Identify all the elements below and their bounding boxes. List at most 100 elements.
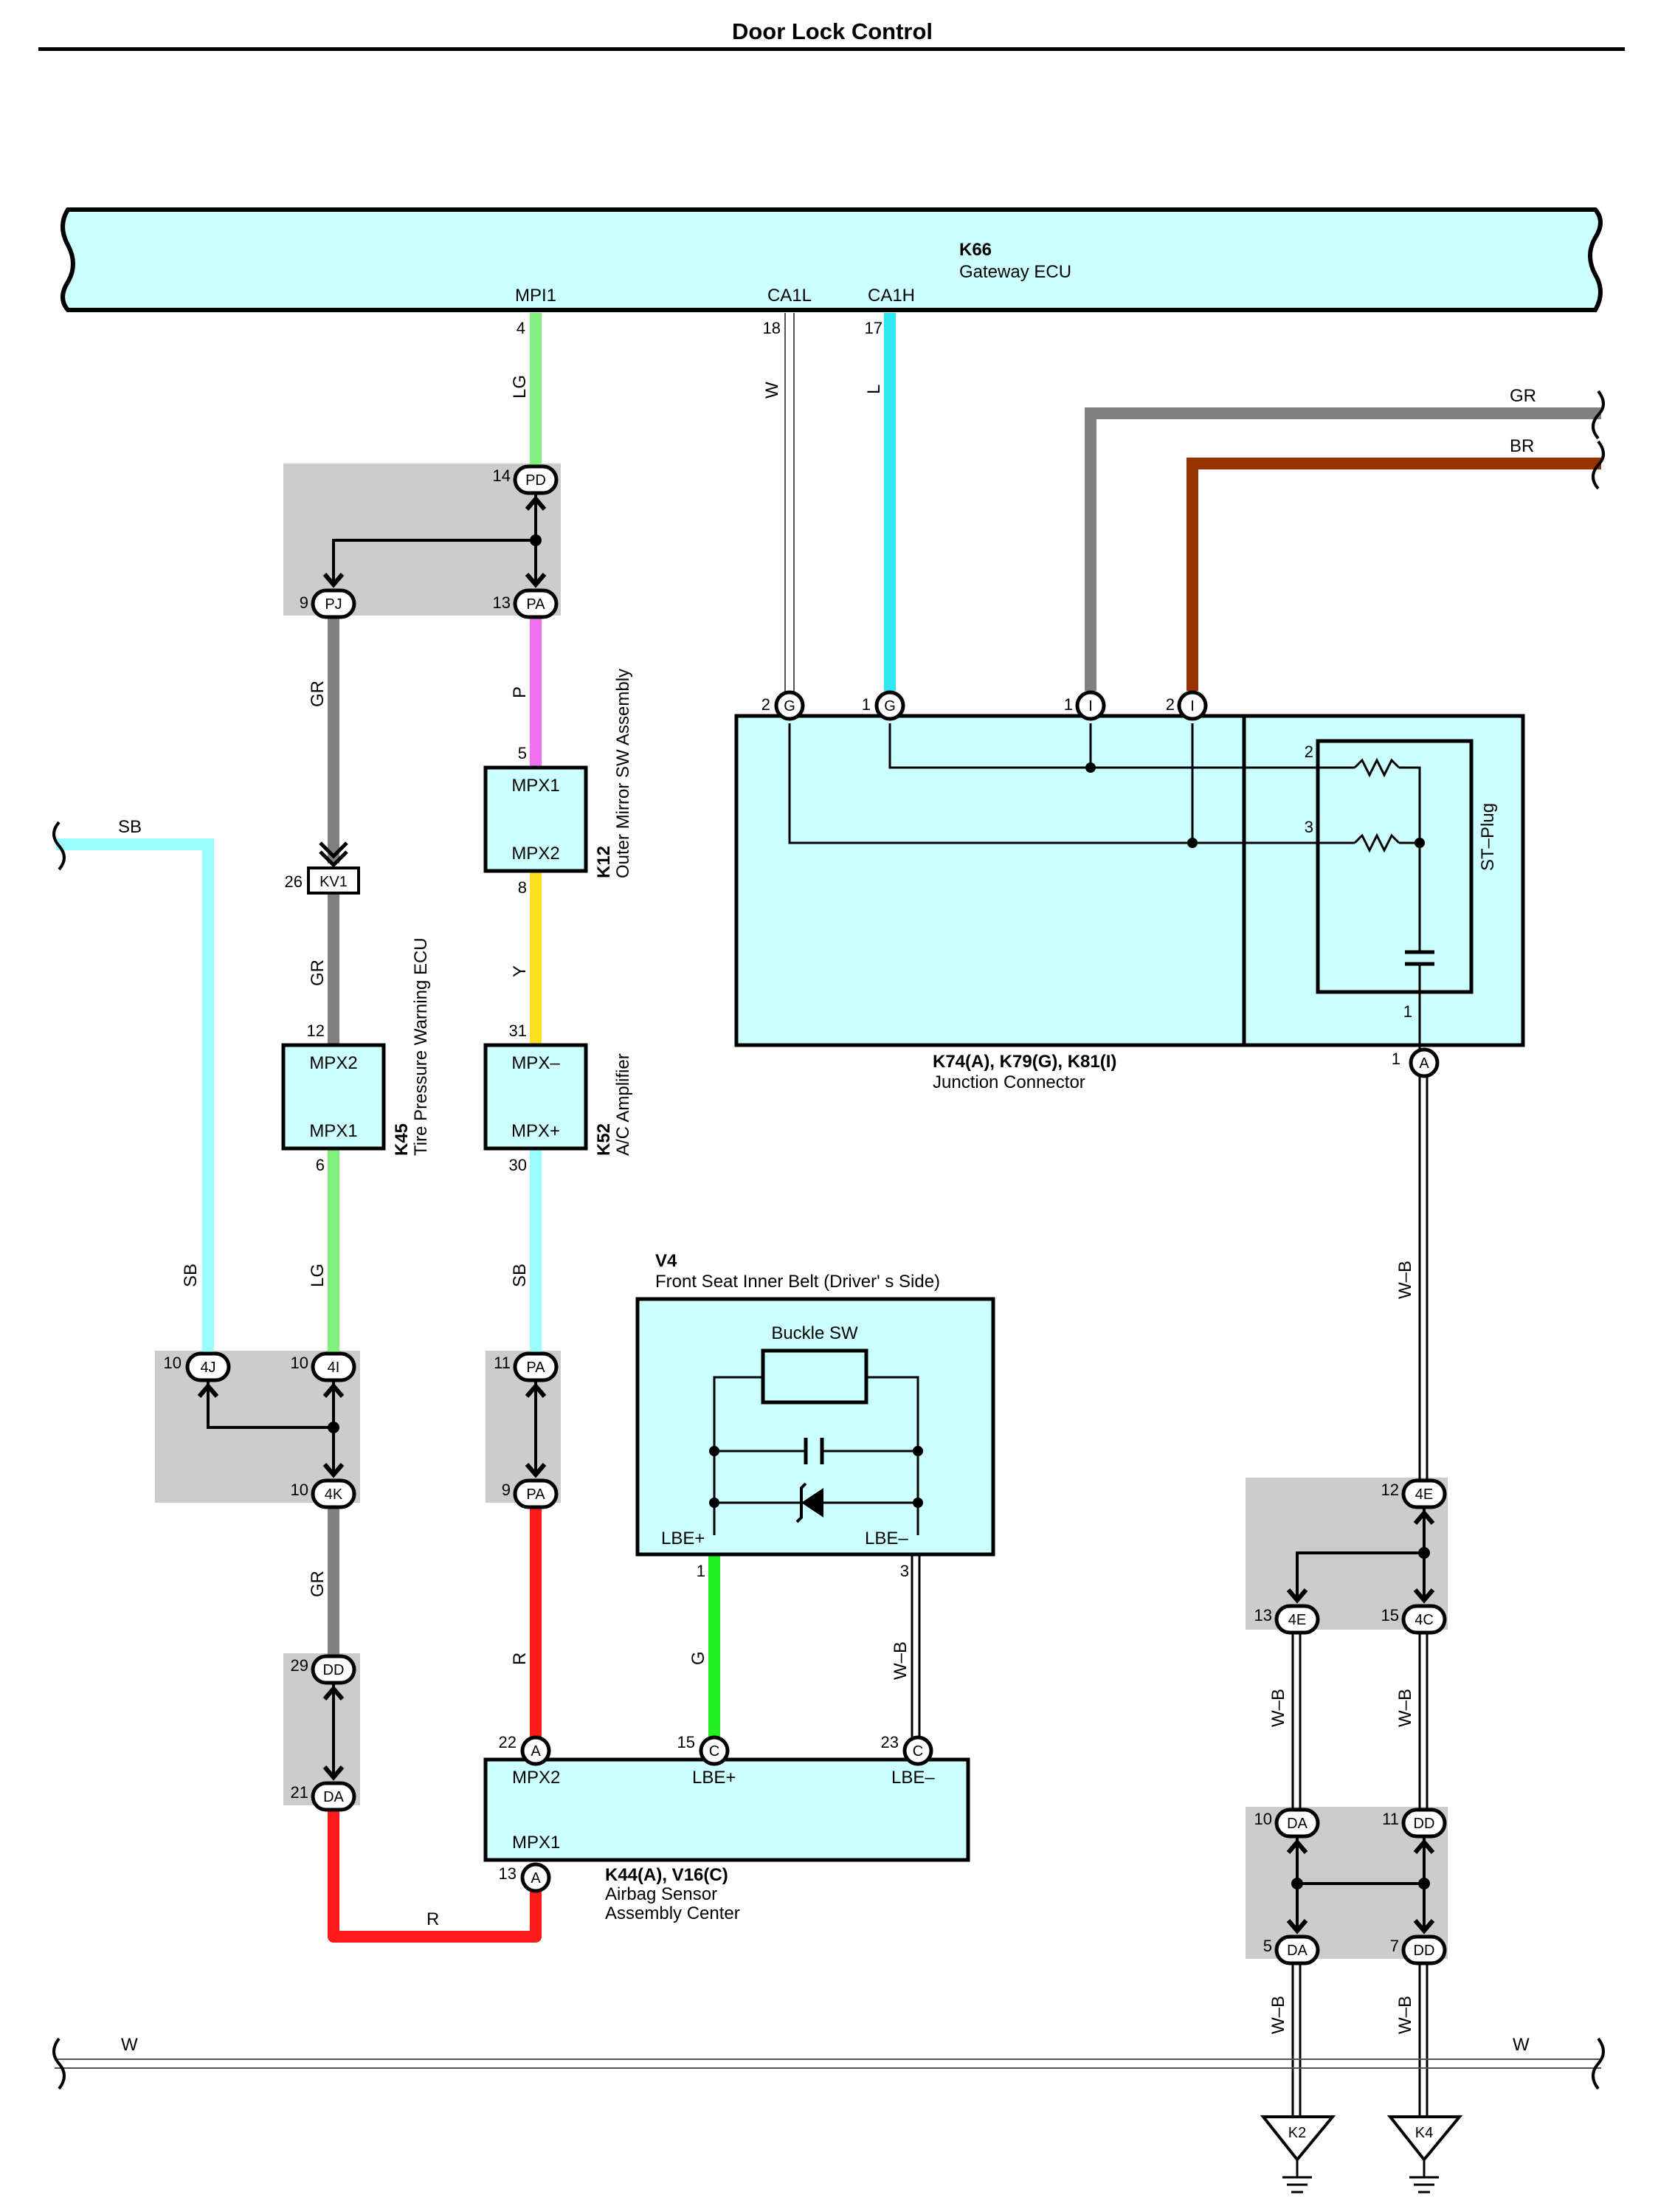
pin-label: 30 bbox=[509, 1156, 527, 1174]
junction-internal-lines bbox=[788, 723, 1421, 952]
wire-label: GR bbox=[308, 681, 328, 707]
connector-label: I bbox=[1088, 698, 1093, 714]
connector-4e: 4E bbox=[1274, 1604, 1320, 1635]
pin-label: 5 bbox=[1263, 1937, 1272, 1955]
pin-label: 10 bbox=[291, 1354, 308, 1372]
k44-lbe-minus: LBE– bbox=[891, 1768, 935, 1788]
connector-label: DD bbox=[1414, 1816, 1435, 1832]
arrow-icon bbox=[1413, 1919, 1435, 1934]
wire-label: W bbox=[762, 382, 782, 399]
connector-4e: 4E bbox=[1401, 1478, 1447, 1509]
wire-label: GR bbox=[308, 959, 328, 986]
pin-label: 1 bbox=[1392, 1050, 1400, 1068]
wire-label: W–B bbox=[1395, 1261, 1415, 1299]
st-plug-label: ST–Plug bbox=[1478, 803, 1498, 871]
pin-label: 9 bbox=[300, 593, 308, 612]
pin-label: 18 bbox=[763, 319, 781, 337]
title-rule bbox=[38, 47, 1625, 51]
connector-arrows bbox=[197, 495, 1435, 1934]
k52-box bbox=[483, 1043, 588, 1151]
k45-term-2: MPX1 bbox=[309, 1121, 357, 1141]
pin-label: 9 bbox=[502, 1481, 511, 1499]
k45-code: K45 bbox=[392, 1123, 412, 1156]
arrow-icon bbox=[1286, 1588, 1308, 1604]
pin-label: 15 bbox=[677, 1733, 695, 1751]
arrow-icon bbox=[525, 573, 547, 588]
k12-term-2: MPX2 bbox=[511, 844, 559, 864]
connector-label: DA bbox=[323, 1789, 344, 1805]
k44-mpx1: MPX1 bbox=[512, 1833, 560, 1853]
v4-internal-lines bbox=[713, 1376, 919, 1535]
pin-label: 3 bbox=[1305, 818, 1313, 836]
v4-code: V4 bbox=[655, 1251, 677, 1271]
v4-dots bbox=[709, 1446, 923, 1508]
pin-label: 21 bbox=[291, 1783, 308, 1802]
pin-label: 1 bbox=[697, 1562, 705, 1580]
connector-4k: 4K bbox=[311, 1478, 356, 1509]
ground-k2: K2 bbox=[1260, 2115, 1336, 2194]
wire-label: LG bbox=[510, 375, 530, 399]
k44-name-2: Assembly Center bbox=[605, 1903, 740, 1923]
pin-label: 6 bbox=[316, 1156, 325, 1174]
connector-label: A bbox=[531, 1870, 541, 1887]
connector-c: C bbox=[699, 1735, 730, 1766]
connector-dd: DD bbox=[1401, 1934, 1447, 1965]
resistor-1-icon bbox=[1353, 757, 1400, 778]
wire-label: W–B bbox=[1268, 1689, 1288, 1727]
connector-label: PJ bbox=[325, 596, 342, 613]
connector-label: A bbox=[531, 1743, 541, 1760]
k12-name: Outer Mirror SW Assembly bbox=[613, 669, 633, 878]
k12-code: K12 bbox=[594, 846, 614, 878]
k45-name: Tire Pressure Warning ECU bbox=[411, 937, 431, 1156]
connector-pa: PA bbox=[513, 588, 559, 619]
pin-numbers: 4 18 17 14 9 13 5 8 26 12 6 31 30 2 1 1 … bbox=[164, 319, 1412, 1955]
wire-r-loop bbox=[328, 1804, 542, 1943]
pin-label: 1 bbox=[1403, 1002, 1412, 1021]
ground-k4: K4 bbox=[1386, 2115, 1463, 2194]
connector-label: 4I bbox=[328, 1360, 340, 1376]
connector-c: C bbox=[902, 1735, 933, 1766]
connector-i: I bbox=[1177, 690, 1208, 721]
connector-label: G bbox=[884, 698, 896, 714]
pin-label: 10 bbox=[291, 1481, 308, 1499]
connector-4c: 4C bbox=[1401, 1604, 1447, 1635]
junction-dots bbox=[328, 534, 1430, 1889]
arrow-icon bbox=[525, 1463, 547, 1478]
wire-label: BR bbox=[1510, 436, 1534, 456]
k45-term-1: MPX2 bbox=[309, 1053, 357, 1073]
connector-label: 4C bbox=[1415, 1612, 1434, 1628]
arrow-icon bbox=[322, 573, 345, 588]
connector-a: A bbox=[1409, 1047, 1440, 1078]
gateway-ecu-code: K66 bbox=[959, 240, 992, 260]
connector-pa: PA bbox=[513, 1478, 559, 1509]
kv1-chevron-icon bbox=[319, 841, 348, 868]
wire-label: SB bbox=[181, 1264, 201, 1287]
pin-label: 23 bbox=[881, 1733, 899, 1751]
connector-label: DD bbox=[1414, 1943, 1435, 1959]
pin-label: 10 bbox=[1254, 1810, 1272, 1828]
pin-label: 13 bbox=[493, 593, 511, 612]
connector-label: DA bbox=[1287, 1816, 1308, 1832]
st-plug-box bbox=[1316, 739, 1474, 994]
wire-gr-top bbox=[1085, 407, 1601, 691]
connector-g: G bbox=[774, 690, 805, 721]
connector-label: 4K bbox=[325, 1486, 343, 1503]
pin-label: 26 bbox=[285, 872, 303, 891]
v4-lbe-minus: LBE– bbox=[865, 1529, 908, 1548]
junction-internal-dots bbox=[1085, 762, 1425, 848]
k44-name-1: Airbag Sensor bbox=[605, 1884, 717, 1904]
wire-color-labels: LG W L GR BR GR P GR Y SB SB LG SB GR R … bbox=[118, 375, 1536, 2055]
connector-kv1-label: KV1 bbox=[319, 874, 348, 890]
k44-box bbox=[483, 1757, 970, 1862]
resistor-2-icon bbox=[1353, 833, 1400, 853]
pin-label: 12 bbox=[307, 1021, 325, 1040]
arrow-icon bbox=[1413, 1839, 1435, 1854]
arrow-icon bbox=[197, 1382, 219, 1398]
wire-label: GR bbox=[308, 1571, 328, 1597]
arrow-icon bbox=[322, 1382, 345, 1398]
wire-label: W bbox=[121, 2035, 138, 2055]
pin-label: 2 bbox=[1166, 695, 1175, 714]
pin-label: 13 bbox=[1254, 1606, 1272, 1624]
arrow-icon bbox=[525, 1382, 547, 1398]
